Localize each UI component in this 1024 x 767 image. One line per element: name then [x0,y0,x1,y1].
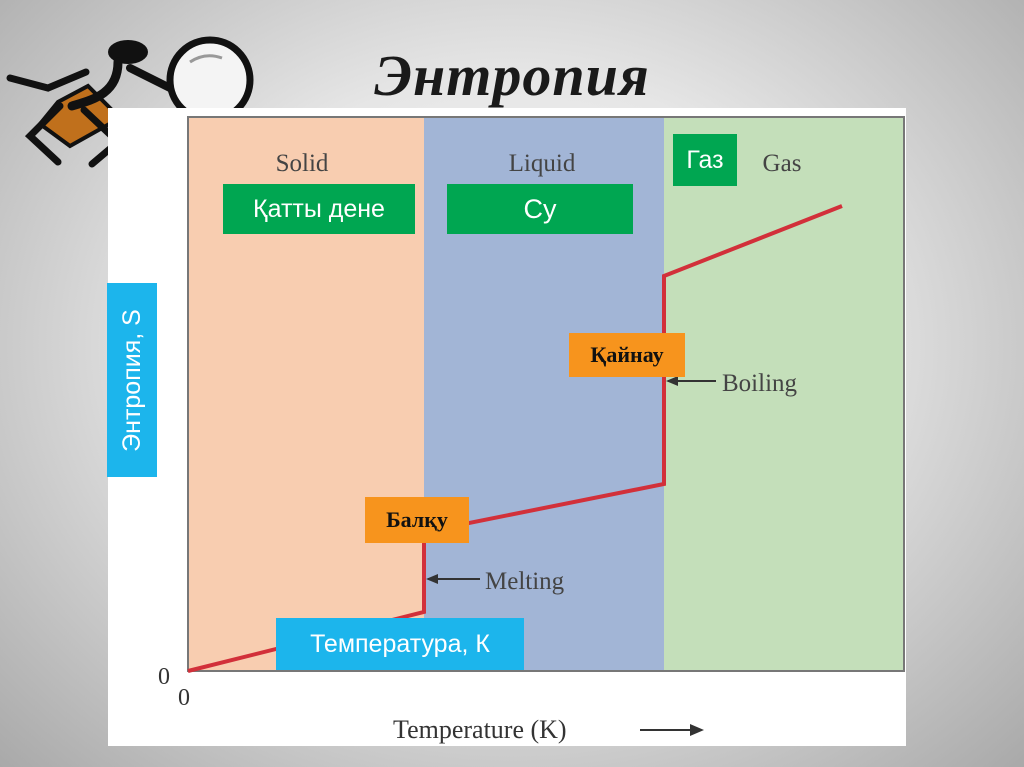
annotation-melting: Melting [485,568,565,595]
slide-title: Энтропия [374,43,650,108]
tag-liquid-translation: Су [447,184,633,234]
phase-label-solid: Solid [276,150,329,177]
boiling-arrowhead [666,376,678,386]
y-origin-label: 0 [158,664,170,690]
plot-frame [187,116,905,672]
tag-melting-translation: Балқу [365,497,469,543]
y-axis-label-text: Энтропия, S [117,308,146,452]
x-axis-label: Temperature (K) [393,715,567,744]
phase-region-gas [664,117,904,671]
phase-label-liquid: Liquid [509,150,576,177]
x-axis-arrowhead [690,724,704,736]
annotation-boiling: Boiling [722,370,798,397]
tag-gas-translation: Газ [673,134,737,186]
phase-label-gas: Gas [763,150,802,177]
tag-boiling-translation: Қайнау [569,333,685,377]
melting-arrowhead [426,574,438,584]
magnifier-figure-icon [6,36,254,168]
tag-solid-translation: Қатты дене [223,184,415,234]
tag-x-axis-label: Температура, К [276,618,524,670]
tag-y-axis-label: Энтропия, S [107,283,157,477]
x-origin-label: 0 [178,685,190,711]
